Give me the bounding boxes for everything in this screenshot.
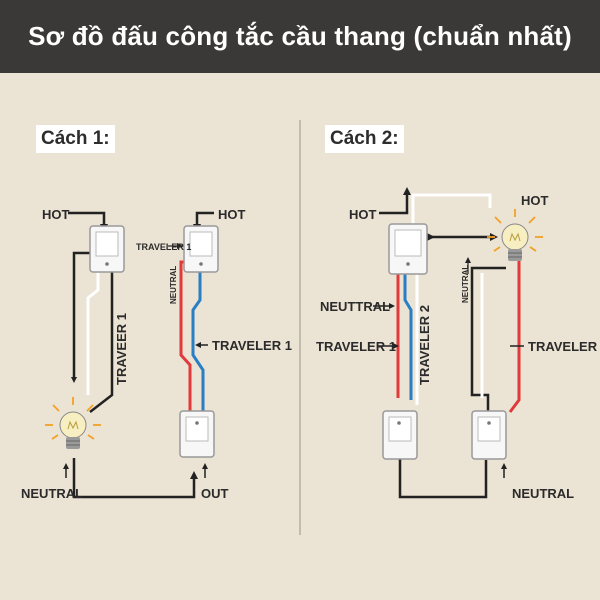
m2-white-wire (411, 193, 492, 226)
switch-2 (183, 225, 219, 273)
double-arrow (71, 250, 93, 383)
m2-neutral-vertical-label: NEUTRAL (461, 265, 470, 303)
m2-switch-right (471, 410, 507, 460)
m2-blue-wire (403, 273, 413, 400)
m1-out-label: OUT (201, 486, 229, 501)
m2-traveler2-vertical-label: TRAVELER 2 (417, 305, 432, 385)
black-wire (89, 270, 114, 413)
m1-traveler-vertical-label: TRAVEER 1 (114, 313, 129, 385)
white-wire (86, 270, 100, 395)
title-bar: Sơ đồ đấu công tắc cầu thang (chuẩn nhất… (0, 0, 600, 73)
m1-neutral-label: NEUTRAL (21, 486, 83, 501)
m2-hot-label: HOT (349, 207, 377, 222)
m1-neutral-vertical-label: NEUTRAL (169, 266, 178, 304)
m2-traveler1-label: TRAVELER 1 (316, 339, 396, 354)
bulb-icon (44, 396, 102, 450)
method2-diagram: HOT HOT NEUTTRAL TRAVELER 1 TRAVELER 2 N… (316, 187, 600, 501)
m1-traveler-small-label: TRAVELER 1 (136, 242, 191, 252)
neutral-out-wire (72, 458, 198, 499)
m2-traveler2-label: TRAVELER 2 (528, 339, 600, 354)
m2-red-wire (508, 240, 521, 413)
hot-wire (68, 211, 108, 232)
switch-3 (179, 410, 215, 458)
switch-1 (89, 225, 125, 273)
m2-bulb-icon (486, 208, 544, 262)
m2-hot-lamp-label: HOT (521, 193, 549, 208)
m1-hot2-label: HOT (218, 207, 246, 222)
m1-hot-label: HOT (42, 207, 70, 222)
m2-switch-top (388, 223, 428, 275)
hot-wire-2 (193, 211, 214, 232)
m2-neutral-bottom-label: NEUTRAL (512, 486, 574, 501)
m2-black-wire (470, 266, 506, 412)
page-title: Sơ đồ đấu công tắc cầu thang (chuẩn nhất… (28, 21, 572, 51)
method1-label: Cách 1: (36, 125, 115, 153)
m2-neutral-loop (396, 454, 488, 499)
m2-neutral-label: NEUTTRAL (320, 299, 390, 314)
method1-diagram: HOT HOT TRAVELER 1 TRAVELER 1 NEUTRAL OU… (21, 207, 292, 501)
blue-wire (191, 270, 205, 415)
method2-label: Cách 2: (325, 125, 404, 153)
m2-switch-left (382, 410, 418, 460)
m1-traveler-label: TRAVELER 1 (212, 338, 292, 353)
red-wire (179, 260, 192, 415)
m2-hot-wire (379, 187, 411, 215)
